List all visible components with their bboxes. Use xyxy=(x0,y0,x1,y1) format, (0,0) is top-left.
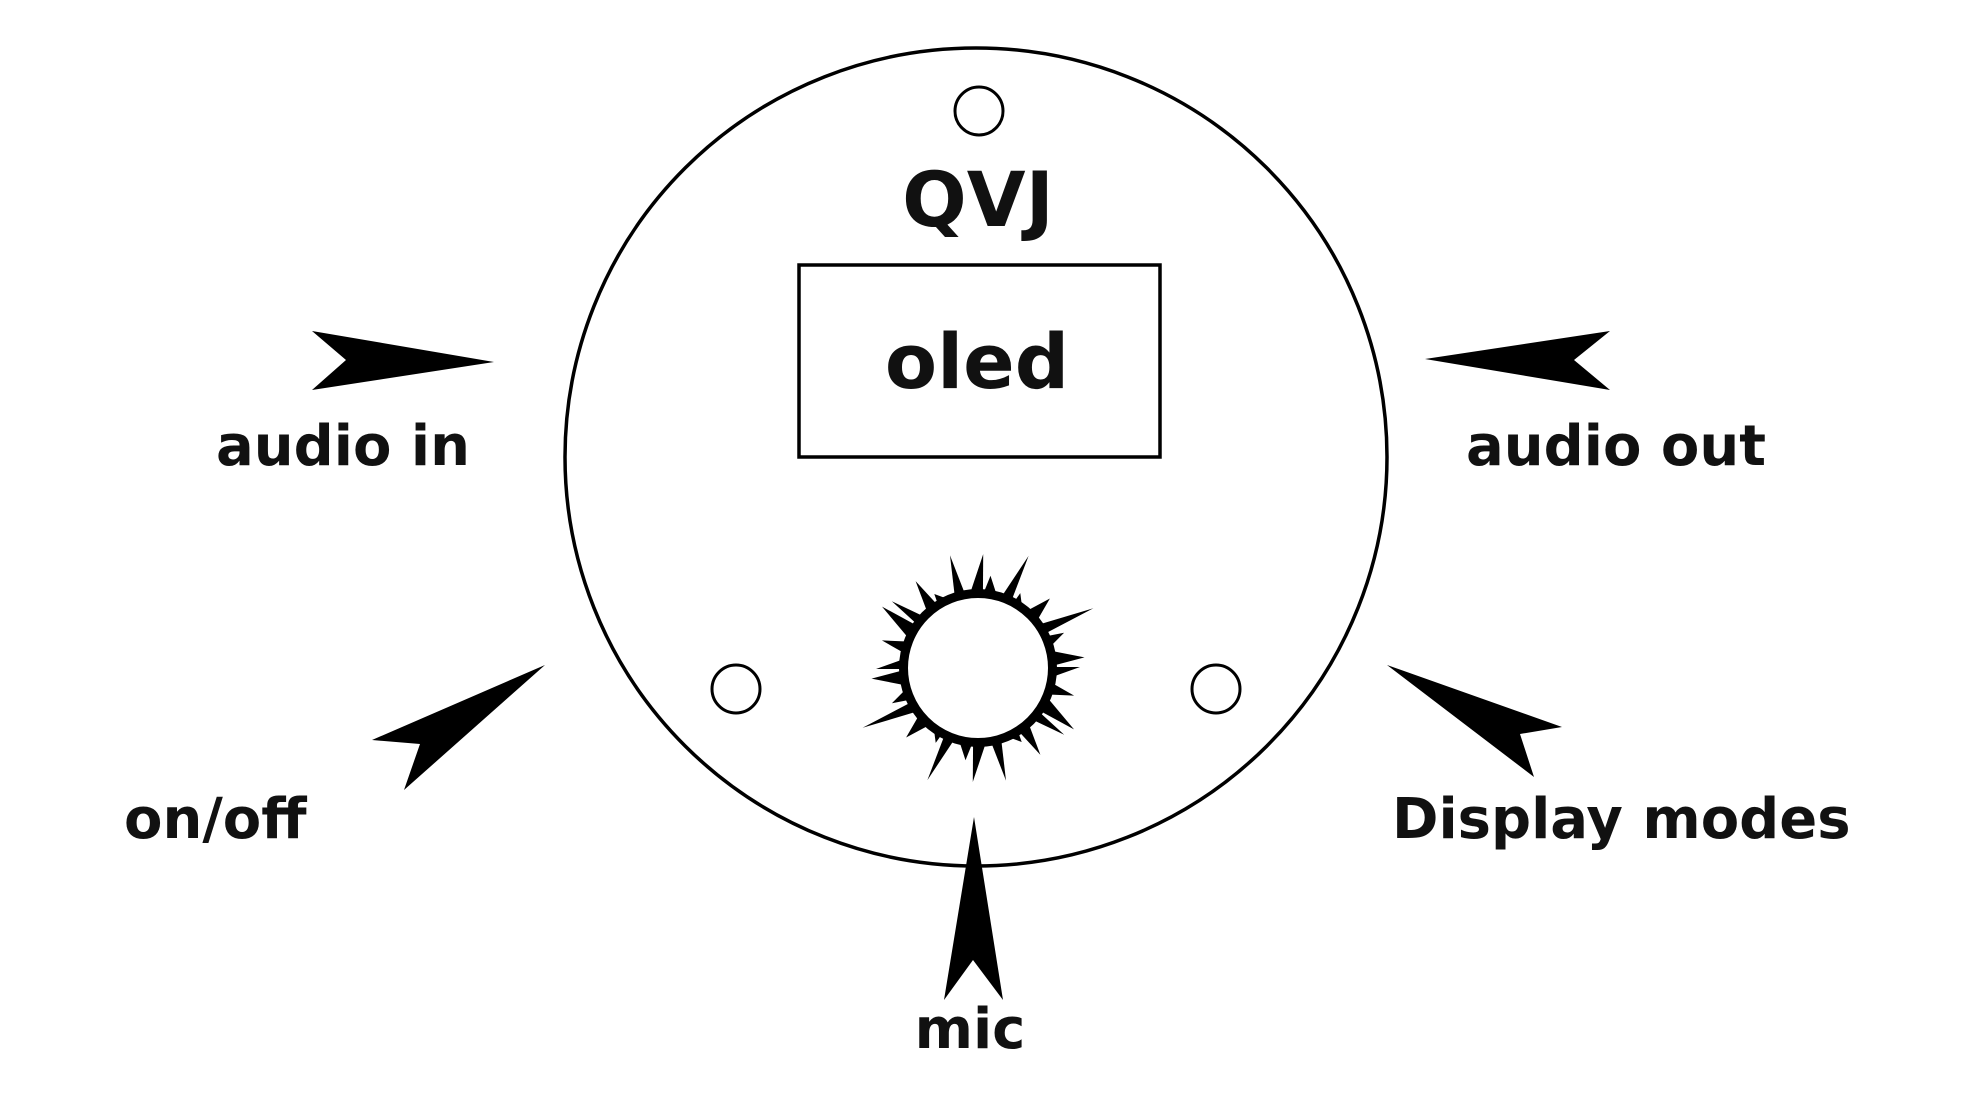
display-modes-label: Display modes xyxy=(1392,787,1851,852)
center-knob xyxy=(904,594,1052,742)
oled-screen-label: oled xyxy=(885,317,1069,406)
mic-arrow xyxy=(944,817,1003,1000)
flare-ray xyxy=(1034,608,1094,637)
right-mounting-hole xyxy=(1190,663,1242,715)
device-title: QVJ xyxy=(902,155,1054,244)
top-mounting-hole xyxy=(953,85,1005,137)
flare-ray xyxy=(862,699,922,728)
flare-ray xyxy=(950,555,967,602)
display-modes-arrow xyxy=(1387,665,1562,777)
flare-ray xyxy=(968,554,984,599)
flare-ray xyxy=(998,555,1029,606)
flare-ray xyxy=(972,737,988,782)
on-off-label: on/off xyxy=(124,787,307,852)
oled-screen xyxy=(797,263,1162,459)
audio-out-label: audio out xyxy=(1466,414,1766,479)
mic-label: mic xyxy=(915,997,1026,1062)
flare-ray xyxy=(927,730,958,781)
flare-ray xyxy=(989,734,1006,781)
left-mounting-hole xyxy=(710,663,762,715)
audio-out-arrow xyxy=(1425,331,1610,390)
on-off-arrow xyxy=(372,665,545,790)
audio-in-arrow xyxy=(312,331,494,390)
audio-in-label: audio in xyxy=(216,414,470,479)
